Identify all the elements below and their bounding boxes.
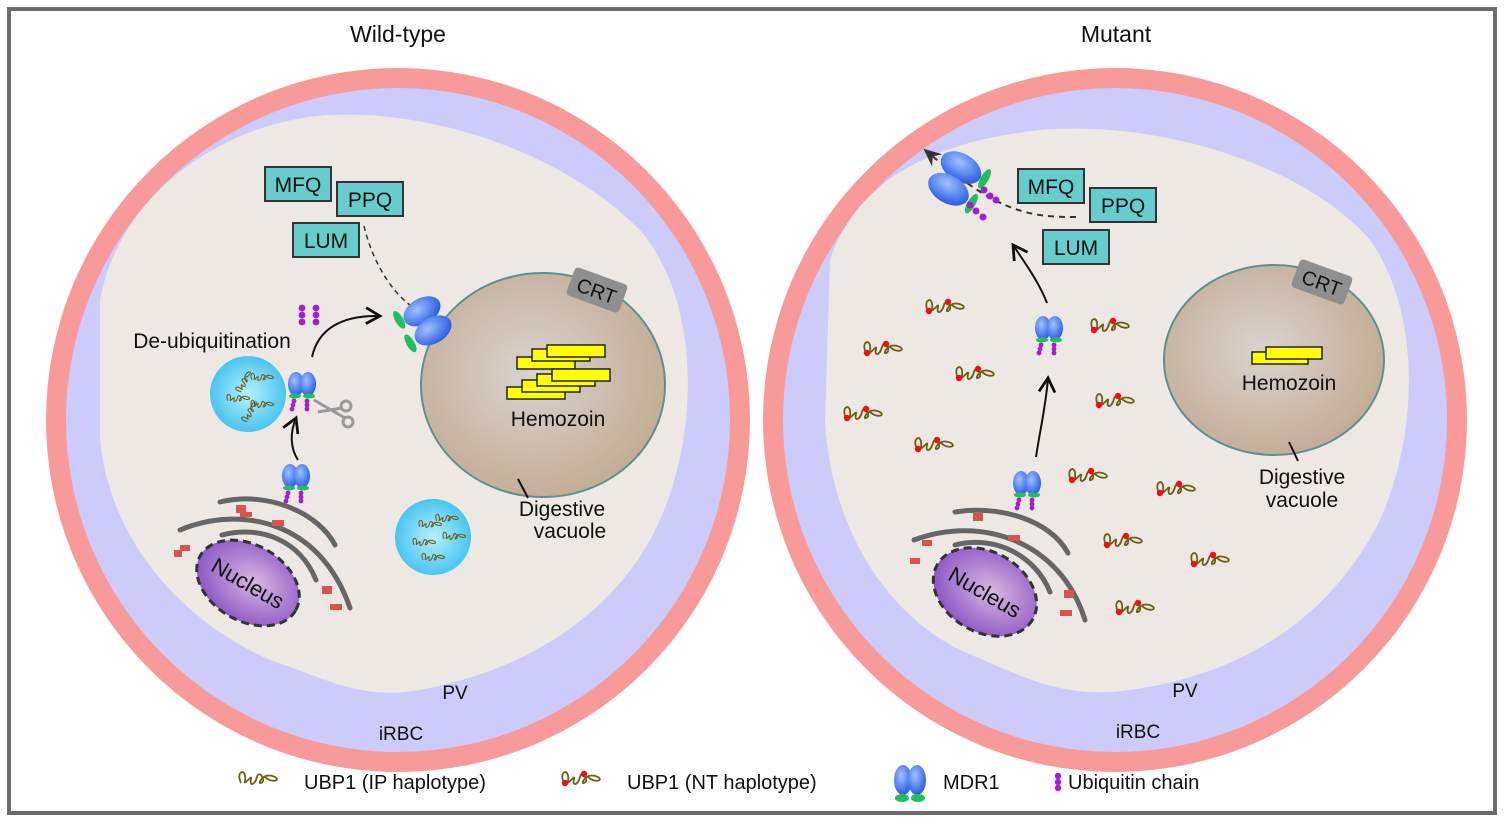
to-proteasome-arrow [282, 415, 300, 461]
proteasome-free [395, 499, 471, 575]
panel-title: Wild-type [350, 21, 446, 47]
drug-lum: LUM [1042, 229, 1110, 265]
irbc-label: iRBC [379, 724, 423, 745]
mdr1-plasma-membrane [928, 151, 992, 214]
svg-text:PPQ: PPQ [348, 189, 392, 212]
drug-import-arrow [363, 225, 464, 333]
nucleus: Nucleus [195, 538, 301, 628]
legend-item-ubiquitin: Ubiquitin chain [1054, 772, 1199, 794]
ubiquitin-attached [966, 186, 1000, 221]
vacuole-pointer [517, 478, 529, 499]
drug-mfq: MFQ [264, 166, 332, 202]
svg-text:UBP1 (NT haplotype): UBP1 (NT haplotype) [627, 772, 817, 794]
vacuole-label-1: Digestive [519, 498, 605, 521]
svg-text:PPQ: PPQ [1101, 195, 1145, 218]
crt-transporter: CRT [1291, 259, 1353, 305]
vacuole-label-2: vacuole [1266, 489, 1338, 512]
ubiquitin-chain-icon [1054, 772, 1062, 792]
legend-item-mdr1: MDR1 [894, 765, 1000, 802]
er-ribosomes [174, 505, 342, 610]
nucleus: Nucleus [931, 546, 1039, 638]
legend: UBP1 (IP haplotype) UBP1 (NT haplotype) … [238, 765, 1199, 802]
hemozoin-label: Hemozoin [1242, 372, 1337, 395]
hemozoin-crystals [506, 344, 611, 400]
panel-title: Mutant [1081, 21, 1152, 47]
drug-ppq: PPQ [336, 181, 404, 217]
to-membrane-arrow [1035, 375, 1057, 458]
svg-text:UBP1 (IP haplotype): UBP1 (IP haplotype) [304, 772, 486, 794]
trafficking-arrow [311, 306, 383, 358]
endoplasmic-reticulum [177, 496, 353, 611]
drug-mfq: MFQ [1017, 168, 1085, 204]
ubp1-ip-icon [238, 771, 278, 785]
vacuole-label-1: Digestive [1259, 466, 1345, 489]
panel-mutant: Mutant MFQ PPQ LUM CRT Hemozoin Digestiv… [763, 21, 1467, 772]
pv-label: PV [1172, 681, 1198, 702]
mdr1-icon [894, 765, 926, 802]
scissors-icon [313, 398, 355, 429]
svg-text:MFQ: MFQ [275, 174, 322, 197]
legend-item-ubp1-nt: UBP1 (NT haplotype) [562, 771, 817, 794]
hemozoin-label: Hemozoin [511, 408, 606, 431]
panel-wild-type: Wild-type MFQ PPQ LUM CRT Hemozoin Diges… [46, 21, 750, 772]
vacuole-label-2: vacuole [534, 520, 606, 543]
pv-label: PV [442, 683, 468, 704]
irbc-label: iRBC [1116, 722, 1160, 743]
trafficking-arrow [1011, 242, 1048, 304]
svg-text:MFQ: MFQ [1028, 176, 1075, 199]
svg-text:LUM: LUM [304, 230, 348, 253]
proteasome [210, 356, 286, 432]
mdr1-vacuole [393, 296, 452, 353]
de-ubiquitination-label: De-ubiquitination [133, 330, 291, 353]
er-ribosomes [910, 513, 1074, 616]
ubp1-nt-icon [562, 771, 600, 786]
vacuole-pointer [1288, 441, 1299, 462]
drug-lum: LUM [292, 222, 360, 258]
free-ubiquitin [298, 304, 320, 326]
svg-text:Ubiquitin chain: Ubiquitin chain [1068, 772, 1199, 794]
drug-ppq: PPQ [1089, 187, 1157, 223]
svg-text:LUM: LUM [1054, 237, 1098, 260]
hemozoin-crystals [1251, 346, 1323, 365]
legend-item-ubp1-ip: UBP1 (IP haplotype) [238, 771, 486, 794]
svg-text:MDR1: MDR1 [943, 772, 1000, 794]
